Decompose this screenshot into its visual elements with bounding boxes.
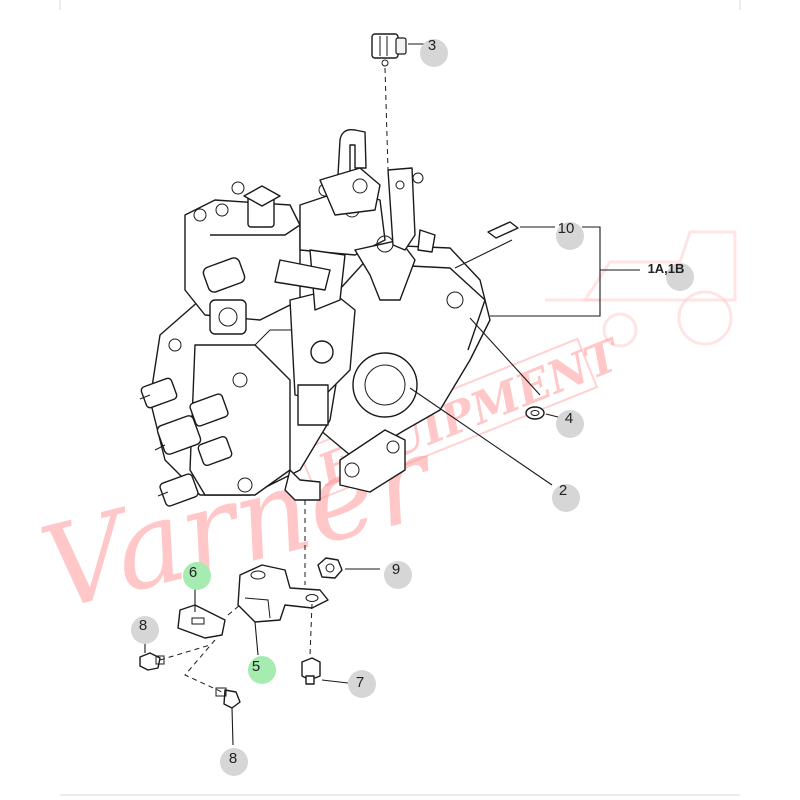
part-8-screw-lower	[215, 687, 241, 709]
callout-8-upper: 8	[131, 616, 159, 644]
drive-hub-inner	[364, 364, 406, 406]
callout-2: 2	[552, 482, 580, 512]
part-4-assembly-line	[469, 317, 541, 396]
injection-pump	[139, 129, 491, 507]
part-5-bracket	[237, 564, 329, 623]
callout-9: 9	[384, 561, 412, 589]
bracket-clip	[417, 229, 436, 253]
svg-text:8: 8	[139, 617, 147, 634]
part-4-washer	[525, 406, 545, 420]
lever-link	[274, 259, 331, 291]
flange-lower-ear	[339, 429, 406, 493]
svg-text:1A,1B: 1A,1B	[648, 261, 685, 276]
banjo-bolt	[352, 178, 368, 194]
svg-text:2: 2	[559, 482, 567, 499]
lower-ear-hole	[344, 462, 360, 478]
svg-text:5: 5	[252, 658, 260, 675]
group-bracket-1a1b	[490, 226, 601, 317]
part-6-clip	[177, 604, 226, 639]
leader-10-to-pump	[454, 239, 513, 269]
callout-10: 10	[556, 220, 584, 250]
part-10-key	[487, 221, 519, 239]
callout-5: 5	[248, 656, 276, 684]
part-8b-assembly-line	[184, 639, 223, 693]
svg-text:8: 8	[229, 750, 237, 767]
part-3-connector	[371, 33, 407, 67]
svg-text:4: 4	[565, 410, 573, 427]
pump-mount-foot	[284, 469, 321, 501]
body-bolt	[168, 338, 182, 352]
fuel-inlet-port	[218, 307, 238, 327]
callout-8-lower: 8	[220, 748, 248, 776]
svg-text:6: 6	[189, 564, 197, 581]
return-pipe	[337, 129, 367, 176]
part-7-bolt	[301, 657, 321, 685]
lower-ear-hole-2	[386, 440, 400, 454]
svg-text:10: 10	[558, 220, 575, 237]
side-fitting	[202, 257, 246, 293]
governor-cap-bolt-head	[243, 185, 281, 207]
svg-text:9: 9	[392, 561, 400, 578]
leader-7	[321, 679, 349, 684]
callout-6: 6	[183, 562, 211, 590]
governor-screw-2	[215, 203, 229, 217]
delivery-valve-outlets	[139, 377, 233, 507]
center-plug	[310, 340, 334, 364]
governor-screw-3	[231, 181, 245, 195]
part-7-assembly-line	[309, 603, 313, 656]
leader-8-lower	[231, 707, 234, 746]
watermark-tractor-icon	[545, 230, 737, 348]
part-3-assembly-line	[384, 67, 389, 171]
front-plate-bolt-1	[232, 372, 248, 388]
svg-text:3: 3	[428, 37, 436, 54]
front-plate-bolt-2	[237, 477, 253, 493]
governor-top-edge	[210, 224, 301, 236]
part-9-nut	[317, 557, 343, 579]
svg-text:7: 7	[356, 674, 364, 691]
governor-screw-1	[193, 208, 207, 222]
callout-3: 3	[420, 37, 448, 67]
center-boss	[297, 384, 329, 426]
sensor-bracket	[387, 167, 416, 251]
part-8a-assembly-line	[159, 644, 211, 661]
drive-hub	[352, 352, 418, 418]
leader-5	[254, 621, 259, 656]
fuel-inlet-fitting	[209, 299, 247, 335]
leader-2	[409, 387, 553, 486]
callout-1a1b: 1A,1B	[648, 261, 694, 291]
callout-7: 7	[348, 670, 376, 698]
bracket-screw	[412, 172, 424, 184]
part-8-screw-upper	[139, 652, 165, 671]
return-pipe-banjo	[319, 167, 381, 216]
clip-to-bracket-line	[227, 604, 241, 616]
callout-4: 4	[556, 410, 584, 438]
flange-bolt-hole	[446, 291, 464, 309]
